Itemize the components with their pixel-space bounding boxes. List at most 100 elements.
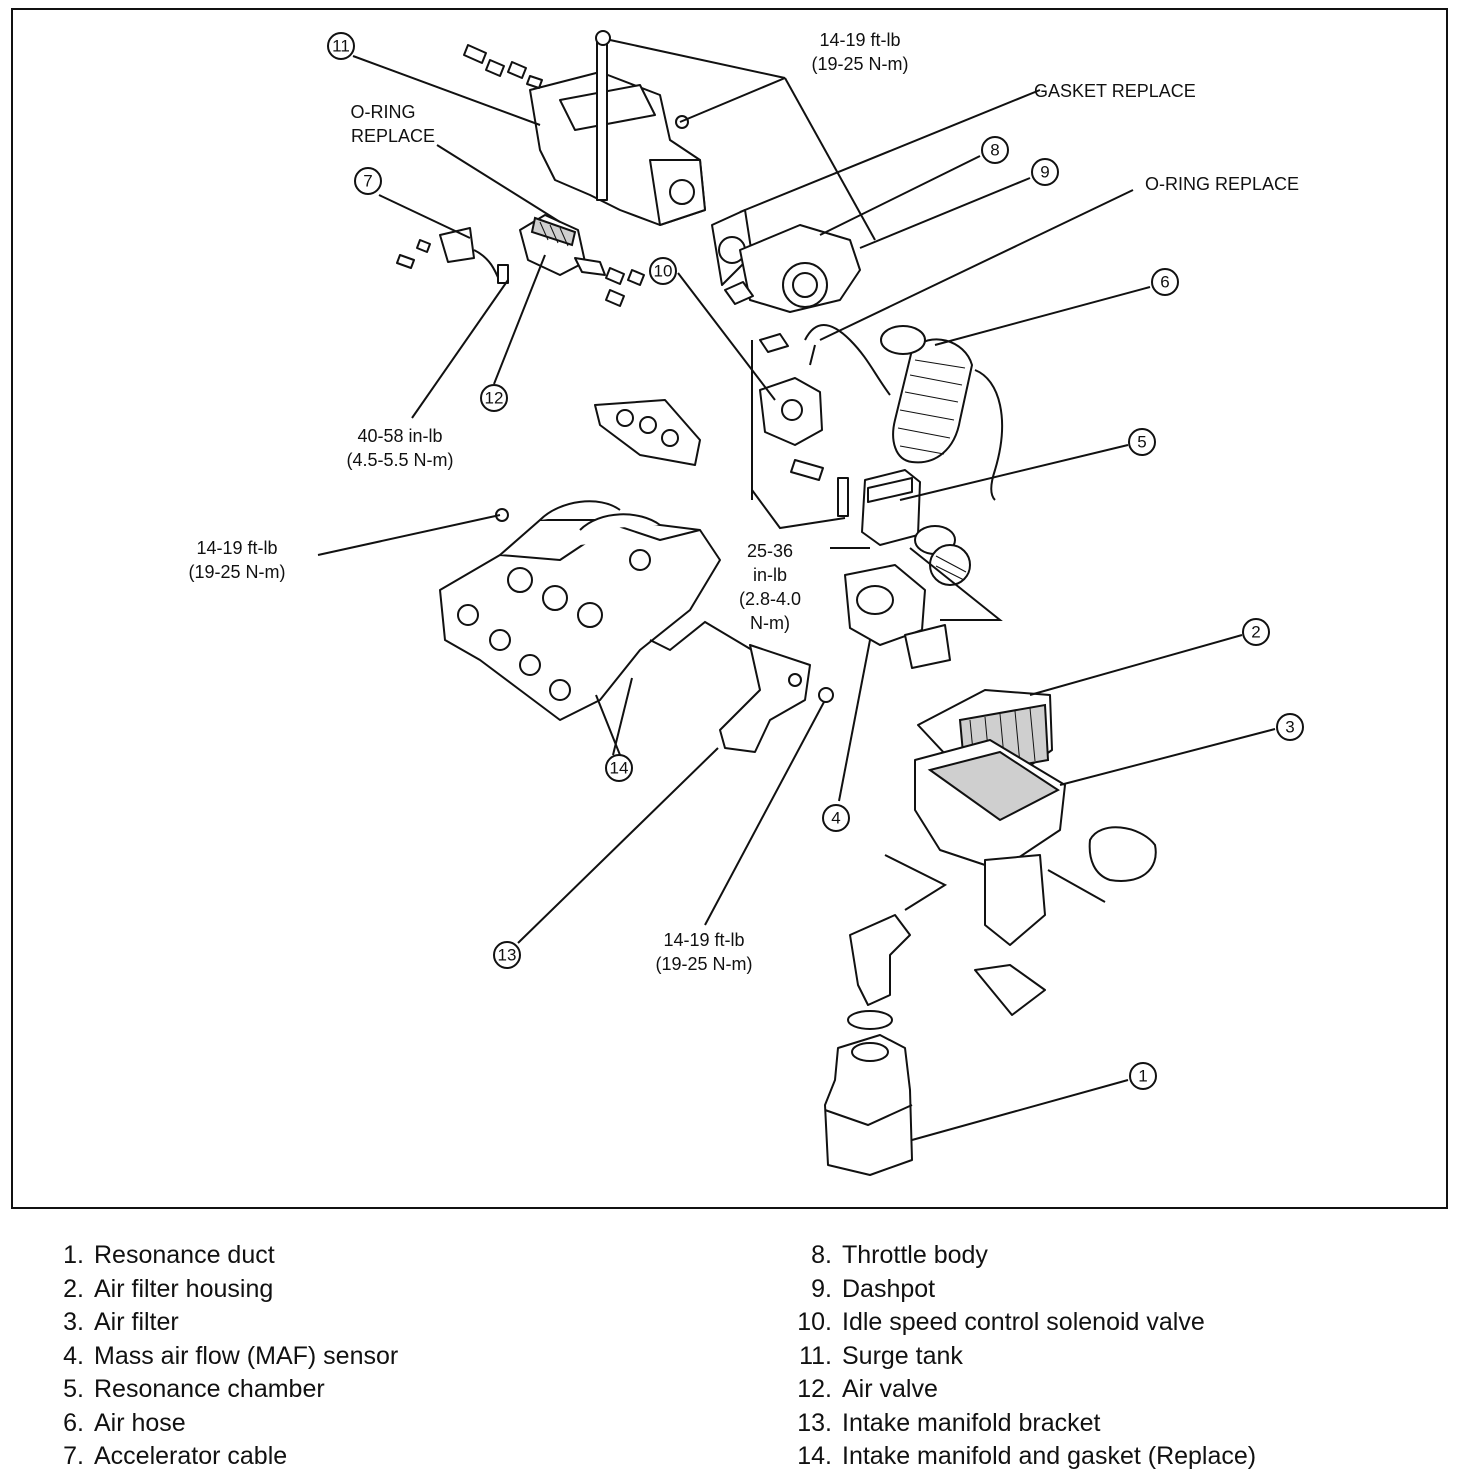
legend-item: 13. Intake manifold bracket (790, 1408, 1100, 1438)
legend-item: 4.Mass air flow (MAF) sensor (58, 1341, 398, 1371)
svg-text:14-19 ft-lb: 14-19 ft-lb (663, 930, 744, 950)
callout-12: 12 (480, 384, 508, 412)
svg-text:(4.5-5.5 N-m): (4.5-5.5 N-m) (346, 450, 453, 470)
throttle-body-drawing (711, 209, 861, 353)
legend-item-number: 14. (797, 1442, 832, 1470)
maf-sensor-drawing (844, 564, 951, 669)
intake-manifold-drawing (439, 500, 753, 721)
dashpot-drawing (804, 324, 891, 396)
exploded-view-diagram: 1 2 3 4 5 6 7 8 9 10 11 12 (188, 30, 1304, 1176)
callout-10: 10 (649, 257, 677, 285)
legend-item: 2. Air filter housing (58, 1274, 273, 1304)
legend-item-text: Air valve (842, 1375, 938, 1403)
surge-tank-drawing (463, 30, 706, 226)
legend-item: 9. Dashpot (790, 1274, 935, 1304)
callout-3: 3 (1276, 713, 1304, 741)
legend-item-number: 13. (797, 1409, 832, 1437)
svg-text:7: 7 (363, 172, 372, 191)
svg-text:40-58 in-lb: 40-58 in-lb (357, 426, 442, 446)
legend-item-number: 6. (63, 1409, 84, 1437)
resonance-duct-drawing (824, 914, 913, 1176)
legend-item-text: Idle speed control solenoid valve (842, 1308, 1205, 1336)
legend-item-text: Intake manifold bracket (842, 1409, 1101, 1437)
legend-item: 1. Resonance duct (58, 1240, 275, 1270)
callout-1: 1 (1129, 1062, 1157, 1090)
legend-item-number: 10. (797, 1308, 832, 1336)
legend-item: 5. Resonance chamber (58, 1374, 325, 1404)
svg-text:(19-25 N-m): (19-25 N-m) (811, 54, 908, 74)
gasket-replace-label: GASKET REPLACE (1034, 81, 1196, 101)
legend-item-text: Air hose (94, 1409, 186, 1437)
svg-text:(2.8-4.0: (2.8-4.0 (739, 589, 801, 609)
legend-item: 10. Idle speed control solenoid valve (790, 1307, 1205, 1337)
svg-text:3: 3 (1285, 718, 1294, 737)
legend-item-text: Air filter (94, 1308, 179, 1336)
legend-item-text: Air filter housing (94, 1275, 274, 1303)
leader-lines (317, 39, 1276, 1141)
callout-9: 9 (1031, 158, 1059, 186)
callout-13: 13 (493, 941, 521, 969)
svg-text:REPLACE: REPLACE (351, 126, 435, 146)
legend-item-text: Mass air flow (MAF) sensor (94, 1342, 399, 1370)
legend-item-text: Resonance chamber (94, 1375, 325, 1403)
callout-6: 6 (1151, 268, 1179, 296)
svg-text:10: 10 (654, 262, 673, 281)
legend-item-number: 5. (63, 1375, 84, 1403)
resonance-chamber-drawing (830, 469, 1003, 621)
svg-text:(19-25 N-m): (19-25 N-m) (188, 562, 285, 582)
legend-item: 12.Air valve (790, 1374, 938, 1404)
air-hose-drawing (880, 325, 1003, 501)
legend-item-text: Resonance duct (94, 1241, 275, 1269)
diagram-frame (11, 8, 1448, 1209)
svg-text:N-m): N-m) (750, 613, 790, 633)
legend-item-number: 2. (63, 1275, 84, 1303)
svg-text:11: 11 (332, 37, 350, 56)
torque-label-top: 14-19 ft-lb (19-25 N-m) (811, 30, 908, 74)
maf-torque-label: 25-36 in-lb (2.8-4.0 N-m) (739, 541, 801, 633)
legend-item-number: 1. (63, 1241, 84, 1269)
callout-11: 11 (327, 32, 355, 60)
parts-legend: 1. Resonance duct 2. Air filter housing 3.… (0, 1238, 1472, 1478)
svg-text:2: 2 (1251, 623, 1260, 642)
svg-text:12: 12 (485, 389, 504, 408)
svg-text:14-19 ft-lb: 14-19 ft-lb (819, 30, 900, 50)
legend-item-text: Dashpot (842, 1275, 936, 1303)
manifold-torque-label: 14-19 ft-lb (19-25 N-m) (188, 538, 285, 582)
legend-item: 14. Intake manifold and gasket (Replace) (790, 1441, 1256, 1471)
legend-item-number: 8. (811, 1241, 832, 1269)
air-valve-torque-label: 40-58 in-lb (4.5-5.5 N-m) (346, 426, 453, 470)
manifold-gasket-upper-drawing (594, 399, 701, 466)
legend-item: 7.Accelerator cable (58, 1441, 287, 1471)
oring-replace-right-label: O-RING REPLACE (1145, 174, 1299, 194)
air-valve-drawing (519, 214, 645, 307)
legend-item-text: Surge tank (842, 1342, 963, 1370)
legend-item: 11.Surge tank (790, 1341, 963, 1371)
svg-text:6: 6 (1160, 273, 1169, 292)
legend-item-text: Intake manifold and gasket (Replace) (842, 1442, 1257, 1470)
svg-text:(19-25 N-m): (19-25 N-m) (655, 954, 752, 974)
svg-text:4: 4 (831, 809, 840, 828)
air-filter-housing-drawing (884, 689, 1157, 1016)
callout-5: 5 (1128, 428, 1156, 456)
legend-item-number: 3. (63, 1308, 84, 1336)
legend-item: 6. Air hose (58, 1408, 186, 1438)
legend-item-number: 7. (63, 1442, 84, 1470)
isc-valve-drawing (751, 340, 849, 530)
svg-text:in-lb: in-lb (753, 565, 787, 585)
svg-text:14-19 ft-lb: 14-19 ft-lb (196, 538, 277, 558)
svg-text:9: 9 (1040, 163, 1049, 182)
svg-text:14: 14 (610, 759, 629, 778)
svg-text:O-RING: O-RING (351, 102, 416, 122)
svg-text:1: 1 (1138, 1067, 1147, 1086)
legend-item: 8.Throttle body (790, 1240, 988, 1270)
callout-14: 14 (605, 754, 633, 782)
legend-item-number: 9. (811, 1275, 832, 1303)
bracket-torque-label: 14-19 ft-lb (19-25 N-m) (655, 930, 752, 974)
callout-4: 4 (822, 804, 850, 832)
svg-text:5: 5 (1137, 433, 1146, 452)
svg-text:13: 13 (498, 946, 517, 965)
callout-7: 7 (354, 167, 382, 195)
svg-text:8: 8 (990, 141, 999, 160)
callout-8: 8 (981, 136, 1009, 164)
accelerator-cable-drawing (396, 227, 509, 284)
